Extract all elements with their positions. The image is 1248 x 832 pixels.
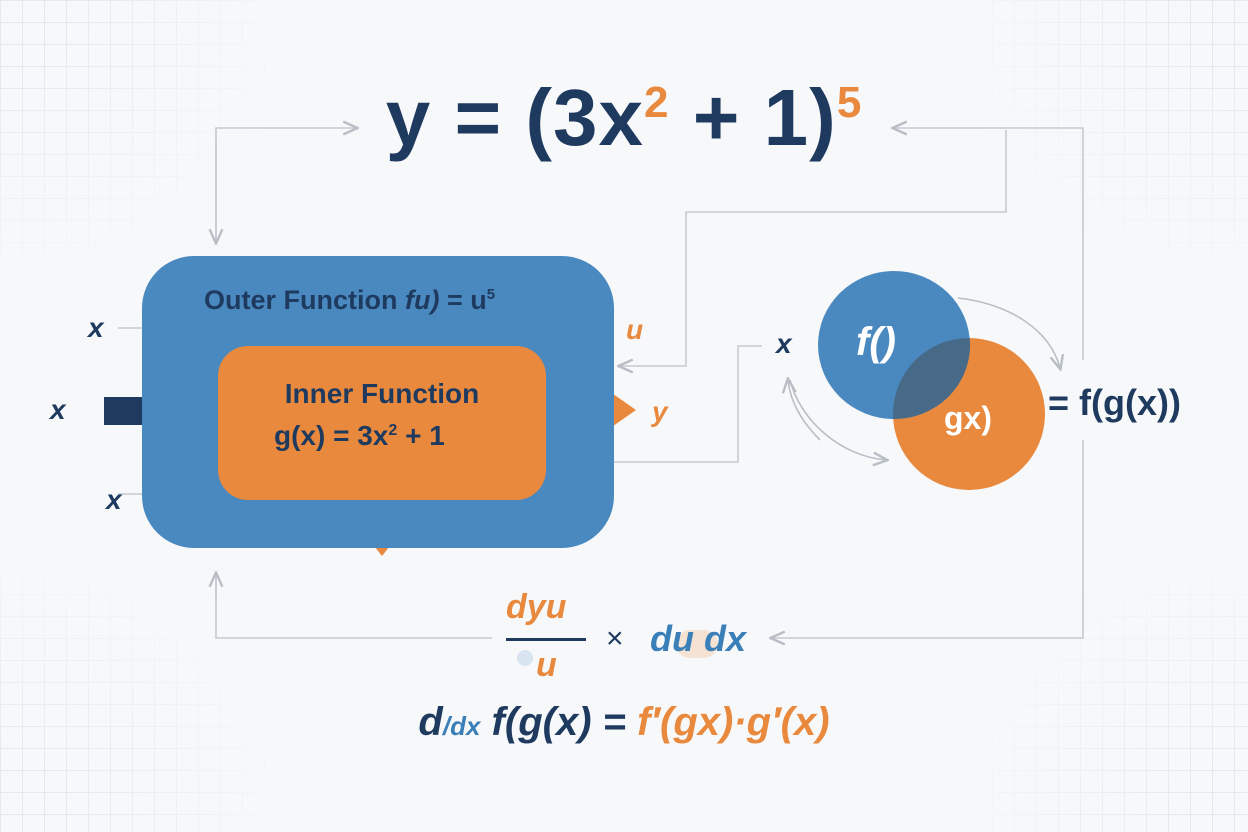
circle-f-label: f() — [856, 320, 896, 364]
outer-function-body: = u — [439, 285, 487, 315]
chain-rule-formula: d/dx f(g(x) = f′(gx)·g′(x) — [0, 700, 1248, 745]
background-grid-top-left — [0, 0, 300, 260]
equation-outer-exp: 5 — [836, 78, 863, 127]
inner-formula-base: g(x) = 3x — [274, 420, 389, 451]
label-x-right: x — [776, 328, 792, 359]
chain-rule-rhs: f′(gx)·g′(x) — [637, 700, 830, 744]
label-y: y — [652, 396, 668, 427]
background-grid-top-right — [948, 0, 1248, 260]
label-x-top: x — [88, 312, 104, 343]
leibniz-fraction-bar — [506, 638, 586, 641]
circle-overlap — [818, 271, 970, 419]
equation-rest: + 1) — [692, 73, 837, 162]
decorative-blob — [676, 630, 718, 658]
leibniz-du-dx: du dx — [650, 618, 746, 659]
equation-inner-exp: 2 — [644, 78, 670, 127]
inner-function-title: Inner Function — [284, 378, 480, 409]
outer-function-name: fu) — [404, 285, 440, 315]
outer-function-label: Outer Function fu) = u5 — [204, 285, 495, 316]
label-x-mid: x — [50, 394, 66, 425]
leibniz-numerator: dyu — [506, 588, 567, 626]
inner-function-formula: g(x) = 3x2 + 1 — [274, 420, 445, 452]
circle-g-label: gx) — [944, 400, 992, 436]
connector-to-inner — [566, 345, 762, 462]
connector-bottom-left — [215, 576, 492, 639]
equation-base: (3x — [525, 73, 645, 162]
inner-formula-exp: 2 — [388, 422, 398, 439]
connector-bottom-right — [772, 440, 1084, 638]
outer-function-prefix: Outer Function — [204, 285, 405, 315]
decorative-blob — [517, 650, 533, 666]
background-grid-bottom-left — [0, 572, 300, 832]
connector-to-u — [620, 130, 1007, 366]
equation-equals: = — [454, 73, 503, 162]
chain-rule-dx: /dx — [442, 711, 481, 741]
inner-formula-rest: + 1 — [397, 420, 445, 451]
outer-function-exp: 5 — [486, 286, 496, 303]
leibniz-times: × — [606, 622, 624, 655]
connector-top-right — [894, 128, 1084, 360]
label-x-bottom: x — [106, 484, 122, 515]
chain-rule-d: d — [418, 700, 443, 744]
leibniz-denominator: u — [536, 646, 557, 684]
main-equation: y = (3x2 + 1)5 — [0, 72, 1248, 164]
chain-rule-lhs: f(g(x) = — [480, 700, 638, 744]
background-grid-bottom-right — [948, 572, 1248, 832]
inner-function-box — [218, 346, 546, 500]
curve-arrow-f-to-result — [957, 297, 1060, 368]
composition-result: = f(g(x)) — [1048, 382, 1181, 423]
equation-lhs: y — [385, 73, 432, 162]
label-u: u — [626, 314, 644, 345]
